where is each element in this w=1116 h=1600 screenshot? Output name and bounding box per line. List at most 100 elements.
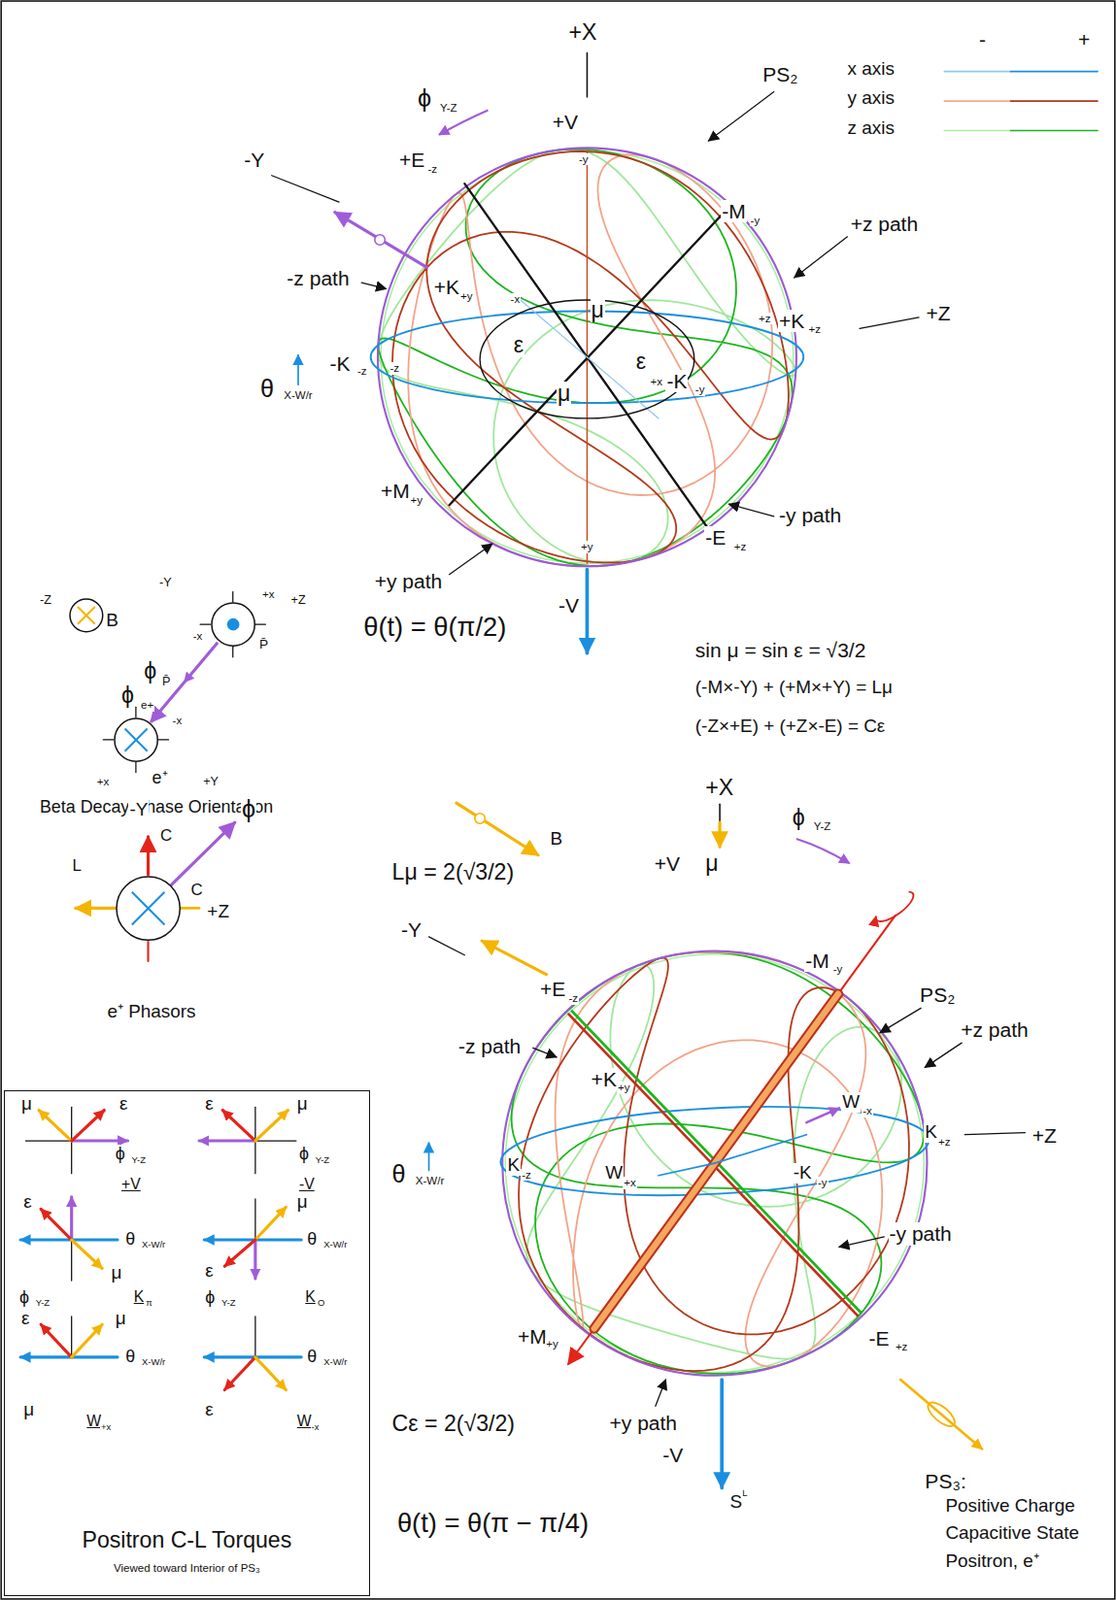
label: ϕ	[416, 85, 433, 113]
phasor-arrow	[900, 1380, 982, 1450]
label: +K	[590, 1068, 618, 1091]
torque-arrow	[224, 1240, 256, 1267]
leader-line	[429, 937, 466, 956]
legend-text: x axis	[847, 59, 895, 80]
label: θ(t) = θ(π/2)	[362, 612, 508, 643]
label: sin μ = sin ε = √3/2	[694, 639, 868, 662]
label: -y	[749, 214, 762, 228]
label: -Y	[128, 800, 149, 821]
axis-arrow	[585, 569, 590, 653]
rotation-arrow	[428, 1143, 431, 1171]
label: μ	[20, 1094, 34, 1116]
tick	[232, 646, 234, 658]
label: -x	[192, 630, 204, 643]
circle-outline	[69, 599, 103, 633]
label: μ	[556, 381, 572, 406]
label: W	[604, 1163, 624, 1184]
phase-sphere	[377, 147, 797, 567]
label: +Z	[290, 594, 307, 609]
label: θ	[305, 1348, 318, 1368]
label: ε	[203, 1261, 214, 1283]
label: X-W/r	[140, 1240, 167, 1251]
particle-circle: B	[68, 598, 104, 634]
rotation-arrow	[876, 892, 914, 922]
label: O	[316, 1298, 326, 1309]
label: +y path	[373, 570, 444, 593]
phase-connector	[150, 642, 218, 723]
label: C	[159, 827, 173, 846]
phase-path	[392, 151, 789, 564]
bottom-sphere	[498, 892, 931, 1377]
label: -y path	[888, 1222, 953, 1246]
axis-line	[586, 357, 659, 419]
label: +z path	[959, 1018, 1030, 1042]
torque-arrow	[199, 1139, 256, 1143]
node-text: B	[105, 610, 119, 632]
label: ϕ	[114, 1145, 127, 1165]
leader-line	[924, 1043, 962, 1068]
label: ε	[118, 1094, 129, 1116]
label: -V	[557, 594, 580, 617]
label: π	[144, 1298, 154, 1309]
tick	[135, 762, 136, 774]
label: +z	[733, 541, 748, 554]
label: -y	[816, 1177, 829, 1190]
label: +x	[622, 1177, 638, 1190]
particle-circle: e⁺	[113, 717, 159, 763]
phase-path	[511, 952, 925, 1375]
label: +z	[757, 312, 773, 326]
reference-axis	[254, 1199, 256, 1241]
phasor-arrow	[75, 907, 116, 911]
rotation-arrow	[297, 355, 300, 385]
reference-axis	[70, 1317, 72, 1358]
label: Y-Z	[812, 820, 833, 834]
label: K	[923, 1122, 939, 1144]
label: Lμ = 2(√3/2)	[391, 860, 516, 885]
torque-arrow	[71, 1111, 105, 1143]
label: L	[741, 1488, 748, 1499]
label: Y-Z	[220, 1298, 237, 1309]
axis-line	[464, 183, 710, 531]
label: μ	[704, 851, 719, 877]
leader-line	[361, 282, 386, 289]
label: θ(t) = θ(π − π/4)	[396, 1509, 590, 1539]
phasor-arrow	[456, 803, 539, 856]
label: ϕ	[203, 1288, 216, 1309]
phase-sphere	[502, 951, 927, 1377]
label: -x	[310, 1422, 321, 1433]
label: P̄	[161, 676, 171, 690]
phase-path	[526, 964, 902, 1359]
torque-arrow	[69, 1197, 73, 1241]
axis-bar	[594, 994, 839, 1330]
label: -x	[171, 714, 184, 728]
label: -E	[868, 1327, 891, 1351]
phase-path	[555, 952, 883, 1368]
label: X-W/r	[414, 1175, 446, 1188]
legend-text: z axis	[847, 118, 895, 139]
cross-symbol	[124, 729, 147, 752]
tick	[255, 624, 267, 626]
node-text: e⁺ Phasors	[106, 1002, 196, 1023]
label: +K	[777, 309, 806, 333]
label: -M	[804, 949, 831, 973]
label: -K	[665, 370, 688, 393]
label: +V	[551, 110, 579, 134]
label: -z	[356, 365, 369, 378]
label: ϕ	[18, 1288, 31, 1309]
axis-line	[658, 1163, 715, 1177]
label: ϕ	[120, 683, 136, 709]
label: Beta Decay Phase Orientation	[38, 798, 274, 818]
legend-line	[1011, 100, 1098, 102]
label: -y	[577, 153, 590, 167]
label: +M	[379, 479, 411, 503]
label: -z	[567, 992, 579, 1006]
label: +x	[649, 375, 665, 389]
axis-arrow	[719, 1380, 724, 1488]
dot-symbol	[226, 618, 239, 632]
label: L	[71, 857, 83, 876]
leader-line	[839, 1237, 884, 1249]
circle-outline	[68, 598, 104, 634]
leader-line	[794, 236, 848, 278]
label: ε	[203, 1094, 214, 1116]
